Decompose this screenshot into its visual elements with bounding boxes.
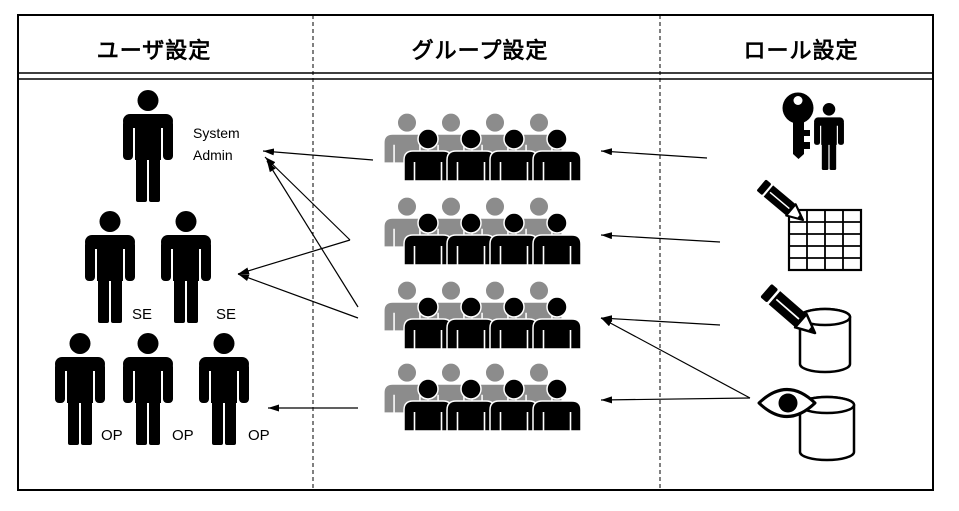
person-icon [199,333,249,445]
users-column: System Admin SE SE OP OP OP [55,90,270,445]
role-database-view [757,388,856,462]
user-tier-se: SE SE [85,211,236,323]
role-table-edit [755,178,863,272]
eye-icon [757,388,817,418]
user-label: SE [132,306,152,323]
person-icon [814,103,844,170]
arrow-group-1-to-user-tier-1 [262,148,374,161]
person-icon [55,333,105,445]
person-icon [85,211,135,323]
role-database-edit [758,282,852,374]
header-users: ユーザ設定 [97,38,212,64]
person-icon [123,333,173,445]
user-label-line-2: Admin [193,147,233,163]
user-group-icon [384,197,581,265]
user-group-icon [384,113,581,181]
arrow-group-3-to-user-tier-1 [266,160,359,308]
diagram-frame [17,14,934,491]
key-hole [793,96,803,105]
role-admin [782,92,844,170]
arrow-group-2-to-user-tier-2 [237,239,351,275]
groups-column [384,113,581,431]
arrow-role-3-to-group-3 [600,315,721,326]
user-label: SE [216,306,236,323]
key-bow [782,92,814,124]
key-icon [782,92,814,159]
arrow-role-2-to-group-2 [600,232,721,243]
header-roles: ロール設定 [743,38,858,64]
person-icon [123,90,173,202]
user-label: OP [172,427,194,444]
user-tier-op: OP OP OP [55,333,270,445]
pencil-icon [755,178,809,227]
arrow-role-4-to-group-4 [600,396,751,404]
user-group-icon [384,281,581,349]
person-icon [161,211,211,323]
eye-pupil [778,393,798,413]
arrow-group-3-to-user-tier-2 [237,273,359,319]
database-icon [798,395,856,462]
header-row: ユーザ設定 グループ設定 ロール設定 [97,38,858,64]
connection-arrows [237,148,751,412]
user-group-icon [384,363,581,431]
key-blade [793,120,810,159]
user-label-line-1: System [193,125,240,141]
arrow-group-2-to-user-tier-1 [264,156,351,241]
roles-column [755,92,863,462]
user-label: OP [101,427,123,444]
arrow-role-4-to-group-3 [600,317,751,399]
user-tier-admin: System Admin [123,90,240,202]
arrow-role-1-to-group-1 [600,148,708,159]
header-groups: グループ設定 [412,38,549,64]
user-label: OP [248,427,270,444]
table-grid-lines [789,210,861,270]
